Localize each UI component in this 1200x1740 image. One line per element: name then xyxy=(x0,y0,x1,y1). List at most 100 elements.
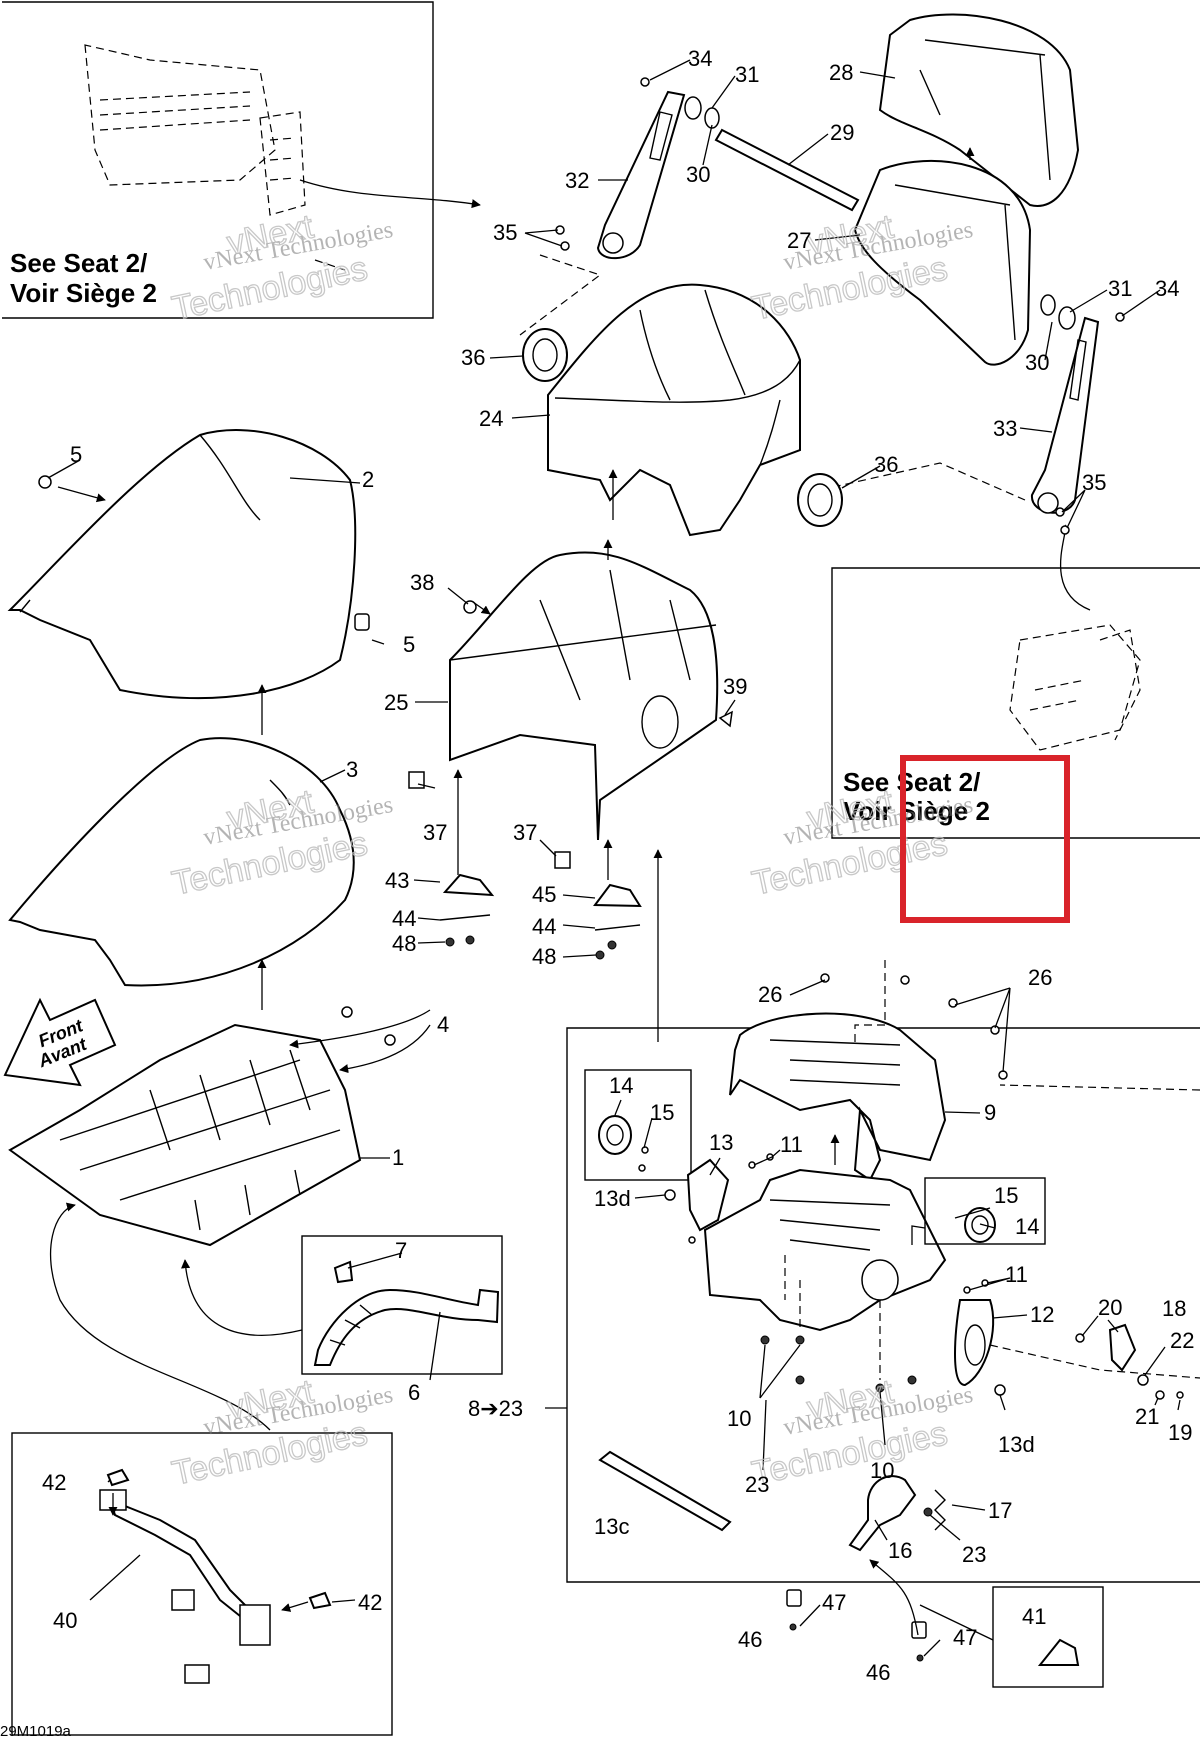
label-26: 26 xyxy=(1028,965,1052,990)
part-17-spring xyxy=(934,1489,946,1531)
part-21-nut xyxy=(1155,1390,1165,1400)
part-2-seat-cover xyxy=(7,429,357,699)
inset-harness xyxy=(11,1202,393,1736)
part-16-lever xyxy=(848,1475,917,1552)
label-27: 27 xyxy=(787,228,811,253)
label-46: 46 xyxy=(866,1660,890,1685)
part-48-screw-right xyxy=(595,950,605,960)
label-48: 48 xyxy=(392,931,416,956)
part-29-rod xyxy=(714,128,860,212)
part-35-screw-right xyxy=(1055,507,1065,517)
label-17: 17 xyxy=(988,1498,1012,1523)
label-42: 42 xyxy=(358,1590,382,1615)
label-48: 48 xyxy=(532,944,556,969)
label-31: 31 xyxy=(1108,276,1132,301)
part-22-washer xyxy=(1137,1374,1149,1386)
part-34-screw-left xyxy=(640,77,650,87)
label-35: 35 xyxy=(1082,470,1106,495)
part-12-plate xyxy=(954,1299,995,1387)
label-4: 4 xyxy=(437,1012,449,1037)
part-39-clip xyxy=(718,710,733,728)
label-19: 19 xyxy=(1168,1420,1192,1445)
label-47: 47 xyxy=(953,1625,977,1650)
part-8-frame xyxy=(703,1168,947,1332)
label-37: 37 xyxy=(423,820,447,845)
part-3-seat-foam-cover xyxy=(8,737,355,987)
label-45: 45 xyxy=(532,882,556,907)
label-28: 28 xyxy=(829,60,853,85)
label-32: 32 xyxy=(565,168,589,193)
leader-lines xyxy=(47,59,1181,1657)
label-30: 30 xyxy=(1025,350,1049,375)
label-13: 13 xyxy=(709,1130,733,1155)
part-4-clip-a xyxy=(341,1006,353,1018)
label-2: 2 xyxy=(362,467,374,492)
label-9: 9 xyxy=(984,1100,996,1125)
label-41: 41 xyxy=(1022,1604,1046,1629)
part-36-hinge-left xyxy=(522,328,568,382)
label-21: 21 xyxy=(1135,1404,1159,1429)
part-7-clamp xyxy=(333,1260,354,1284)
label-47: 47 xyxy=(822,1590,846,1615)
part-5-clip-right xyxy=(354,613,370,631)
label-22: 22 xyxy=(1170,1328,1194,1353)
assembly-8-23 xyxy=(545,849,1200,1688)
part-36-hinge-right xyxy=(797,473,843,527)
label-34: 34 xyxy=(1155,276,1179,301)
part-31-bushing-left xyxy=(684,96,702,120)
part-13-plate xyxy=(686,1158,730,1232)
label-26: 26 xyxy=(758,982,782,1007)
part-13c-rail xyxy=(598,1450,732,1532)
part-28-backrest-cover xyxy=(878,13,1080,207)
label-20: 20 xyxy=(1098,1295,1122,1320)
label-1: 1 xyxy=(392,1145,404,1170)
label-30: 30 xyxy=(686,162,710,187)
part-46-foot-left xyxy=(786,1589,802,1607)
part-5-clip-top xyxy=(38,475,52,489)
callout-seat2-right-1: See Seat 2/ xyxy=(843,767,980,797)
part-15-screw xyxy=(641,1146,649,1154)
part-34-screw-right xyxy=(1115,312,1125,322)
hinge-parts xyxy=(522,328,843,527)
label-14: 14 xyxy=(1015,1214,1039,1239)
part-4-clip-b xyxy=(384,1034,396,1046)
part-37-clip-left xyxy=(408,771,425,789)
part-1-base xyxy=(8,1023,362,1247)
part-44-plate-left xyxy=(439,914,491,921)
part-9-housing-cover xyxy=(729,1012,947,1182)
label-33: 33 xyxy=(993,416,1017,441)
label-5: 5 xyxy=(70,442,82,467)
label-12: 12 xyxy=(1030,1302,1054,1327)
part-18-latch xyxy=(1108,1323,1137,1372)
label-15: 15 xyxy=(994,1183,1018,1208)
label-35: 35 xyxy=(493,220,517,245)
label-23: 23 xyxy=(962,1542,986,1567)
part-25-seat-foam xyxy=(449,551,719,841)
part-44-plate-right xyxy=(594,924,641,931)
label-46: 46 xyxy=(738,1627,762,1652)
part-46-foot-right xyxy=(911,1621,927,1639)
label-36: 36 xyxy=(874,452,898,477)
part-14-bearing-right xyxy=(964,1207,996,1243)
label-5: 5 xyxy=(403,632,415,657)
part-41-clip xyxy=(1037,1638,1080,1666)
label-3: 3 xyxy=(346,757,358,782)
label-13c: 13c xyxy=(594,1514,629,1539)
label-8-to-23: 8➔23 xyxy=(468,1396,523,1421)
part-48-screw-left xyxy=(445,937,455,947)
part-43-bracket xyxy=(442,873,495,897)
label-23: 23 xyxy=(745,1472,769,1497)
label-25: 25 xyxy=(384,690,408,715)
inset-see-seat-2-left: See Seat 2/ Voir Siège 2 xyxy=(2,1,481,319)
callout-seat2-left-1: See Seat 2/ xyxy=(10,248,147,278)
part-47-screw-right xyxy=(916,1654,924,1662)
label-34: 34 xyxy=(688,46,712,71)
part-37-clip-right xyxy=(554,851,571,869)
label-10: 10 xyxy=(870,1458,894,1483)
label-36: 36 xyxy=(461,345,485,370)
part-19-screw xyxy=(1176,1391,1184,1399)
part-13d-screw xyxy=(664,1189,676,1201)
label-44: 44 xyxy=(392,906,416,931)
part-13d-screw-right xyxy=(994,1384,1006,1396)
label-10: 10 xyxy=(727,1406,751,1431)
